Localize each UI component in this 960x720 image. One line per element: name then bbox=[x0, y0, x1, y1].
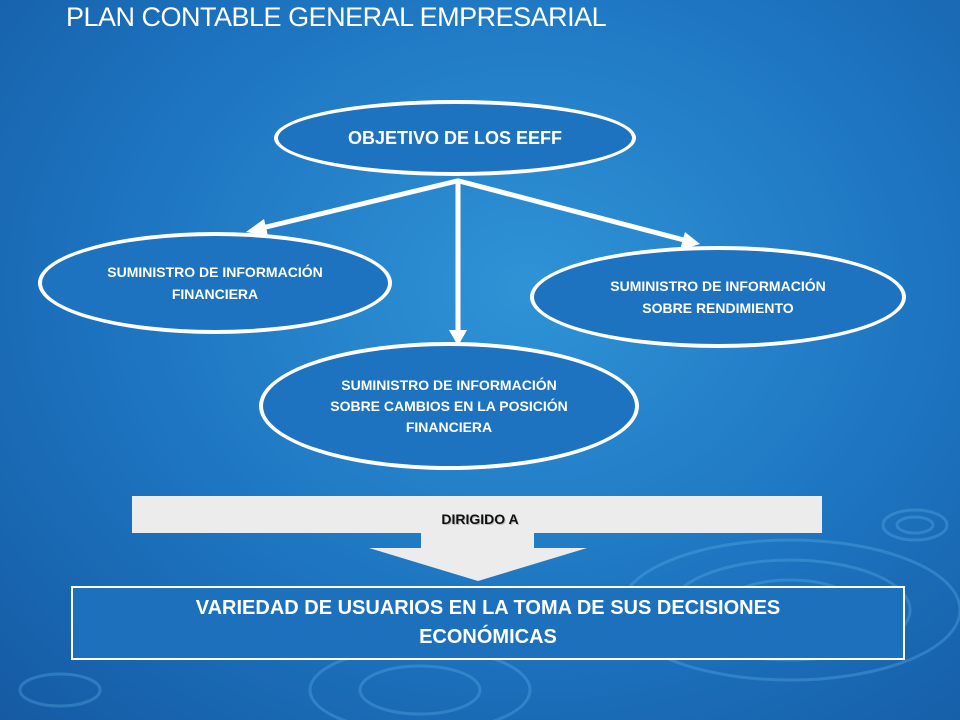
node-financiera-label: SUMINISTRO DE INFORMACIÓN FINANCIERA bbox=[107, 264, 323, 302]
node-rendimiento-label: SUMINISTRO DE INFORMACIÓN SOBRE RENDIMIE… bbox=[610, 278, 826, 316]
arrow-to-rendimiento bbox=[456, 178, 687, 243]
node-objetivo: OBJETIVO DE LOS EEFF bbox=[274, 100, 636, 176]
node-cambios-label: SUMINISTRO DE INFORMACIÓN SOBRE CAMBIOS … bbox=[330, 376, 568, 435]
result-label: VARIEDAD DE USUARIOS EN LA TOMA DE SUS D… bbox=[195, 597, 781, 648]
arrowhead-cambios bbox=[449, 330, 467, 346]
dirigido-band bbox=[132, 496, 822, 533]
result-box: VARIEDAD DE USUARIOS EN LA TOMA DE SUS D… bbox=[71, 586, 905, 660]
node-financiera: SUMINISTRO DE INFORMACIÓN FINANCIERA bbox=[38, 232, 392, 334]
node-objetivo-label: OBJETIVO DE LOS EEFF bbox=[347, 127, 563, 148]
down-arrow-shape bbox=[369, 533, 587, 581]
page-title: PLAN CONTABLE GENERAL EMPRESARIAL bbox=[66, 2, 607, 32]
node-cambios: SUMINISTRO DE INFORMACIÓN SOBRE CAMBIOS … bbox=[259, 342, 639, 470]
dirigido-label: DIRIGIDO A bbox=[441, 511, 519, 527]
node-rendimiento: SUMINISTRO DE INFORMACIÓN SOBRE RENDIMIE… bbox=[530, 246, 906, 348]
arrow-to-financiera bbox=[259, 178, 460, 231]
arrowhead-financiera bbox=[246, 219, 268, 236]
